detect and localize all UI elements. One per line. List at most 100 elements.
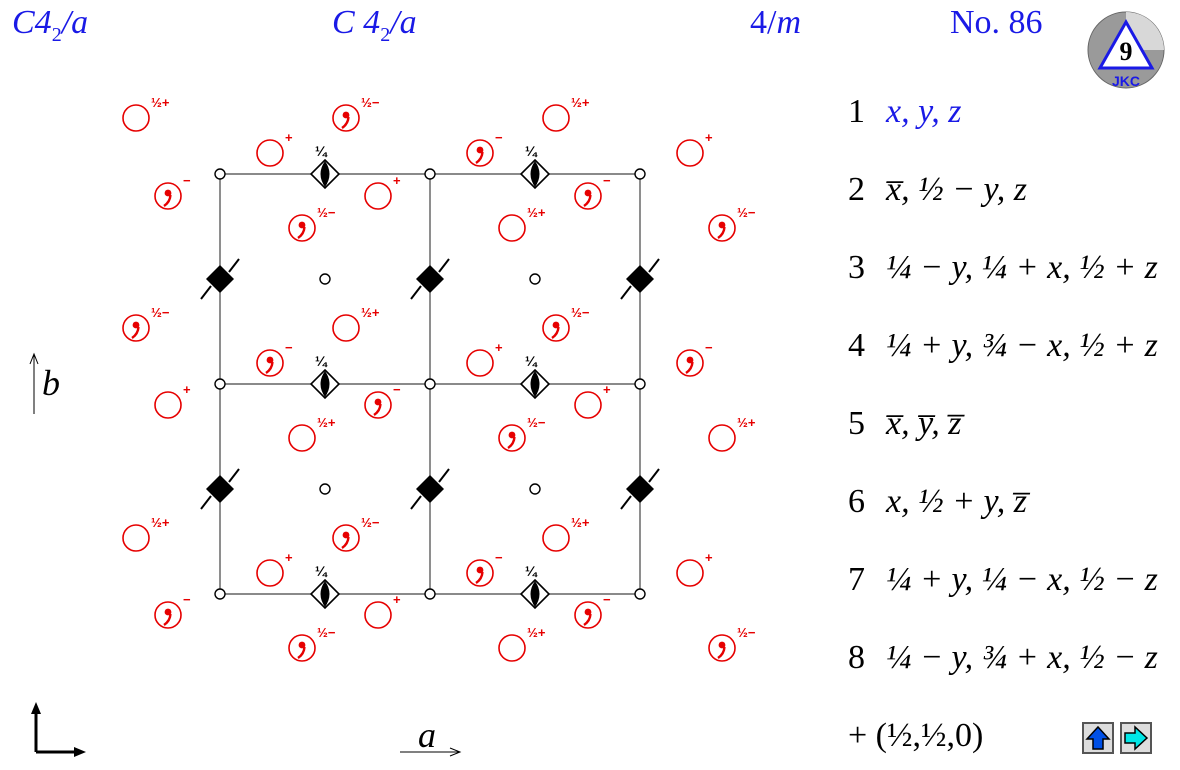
up-button[interactable]: [1082, 722, 1114, 754]
position-circle-icon: ½+: [332, 305, 380, 342]
height-label: −: [603, 592, 611, 607]
screw-diamond: [206, 265, 234, 293]
fourfold-screw-axis-icon: [620, 258, 660, 300]
a-axis-arrow-icon: [400, 747, 462, 757]
screw-tail: [620, 495, 632, 510]
comma-dot: [298, 221, 306, 229]
position-comma-icon: −: [466, 130, 503, 167]
position-comma-icon: ½−: [122, 305, 170, 342]
comma-dot: [552, 321, 560, 329]
inversion-center-icon: [634, 588, 646, 600]
screw-tail: [648, 468, 660, 483]
position-circle: [122, 104, 150, 132]
comma-tail: [583, 613, 592, 626]
inversion-center-icon: [634, 378, 646, 390]
position-circle-icon: ½+: [498, 205, 546, 242]
screw-tail: [200, 495, 212, 510]
position-comma-icon: −: [256, 340, 293, 377]
comma-dot: [342, 111, 350, 119]
fourfold-rotoinversion-icon: ¼: [309, 143, 341, 190]
position-circle: [542, 524, 570, 552]
position-circle-icon: +: [256, 550, 293, 587]
position-circle-icon: ½+: [542, 95, 590, 132]
position-comma-icon: −: [364, 382, 401, 419]
position-circle-icon: +: [676, 550, 713, 587]
position-comma-icon: −: [574, 592, 611, 629]
position-circle-icon: ½+: [498, 625, 546, 662]
height-label: ½+: [361, 305, 380, 320]
position-circle: [364, 182, 392, 210]
position-circle-icon: ½+: [288, 415, 336, 452]
position-circle: [122, 524, 150, 552]
inversion-center-icon: [424, 168, 436, 180]
comma-dot: [132, 321, 140, 329]
comma-tail: [341, 536, 350, 549]
height-label: ¼: [315, 353, 328, 369]
position-comma-icon: ½−: [498, 415, 546, 452]
position-comma-icon: ½−: [332, 95, 380, 132]
position-circle: [574, 391, 602, 419]
height-label: −: [495, 550, 503, 565]
screw-tail: [620, 285, 632, 300]
height-label: ½+: [151, 95, 170, 110]
height-label: −: [183, 173, 191, 188]
position-comma-icon: ½−: [708, 625, 756, 662]
position-circle: [256, 559, 284, 587]
inversion-center-icon: [529, 273, 541, 285]
inversion-center-icon: [424, 378, 436, 390]
comma-tail: [297, 646, 306, 659]
height-label: +: [393, 173, 401, 188]
up-arrow-icon: [1085, 725, 1111, 750]
height-label: +: [603, 382, 611, 397]
comma-dot: [508, 431, 516, 439]
screw-diamond: [206, 475, 234, 503]
comma-tail: [265, 361, 274, 374]
height-label: ½−: [151, 305, 170, 320]
short-hm-symbol: C42/a: [12, 4, 89, 46]
screw-diamond: [416, 475, 444, 503]
inversion-center-icon: [214, 168, 226, 180]
comma-dot: [342, 531, 350, 539]
screw-tail: [200, 285, 212, 300]
full-hm-symbol: C 42/a: [332, 4, 417, 46]
lens-fill: [530, 161, 540, 187]
comma-dot: [298, 641, 306, 649]
comma-dot: [164, 189, 172, 197]
height-label: ½+: [737, 415, 756, 430]
inversion-center-icon: [319, 273, 331, 285]
position-circle: [364, 601, 392, 629]
axis-label-a: a: [418, 715, 436, 755]
screw-tail: [438, 258, 450, 273]
position-circle-icon: +: [676, 130, 713, 167]
height-label: ½−: [361, 95, 380, 110]
position-circle: [498, 634, 526, 662]
height-label: ½−: [361, 515, 380, 530]
next-button[interactable]: [1120, 722, 1152, 754]
right-arrow-icon: [1124, 725, 1149, 751]
comma-dot: [718, 641, 726, 649]
jkc-logo-icon[interactable]: 9 JKC: [1086, 10, 1166, 90]
lens-fill: [530, 581, 540, 607]
position-circle-icon: ½+: [122, 515, 170, 552]
height-label: ½+: [527, 205, 546, 220]
fourfold-rotoinversion-icon: ¼: [519, 563, 551, 610]
svg-text:JKC: JKC: [1112, 73, 1140, 89]
comma-tail: [717, 646, 726, 659]
position-circle: [542, 104, 570, 132]
height-label: ¼: [525, 563, 538, 579]
position-comma-icon: ½−: [332, 515, 380, 552]
position-circle-icon: ½+: [542, 515, 590, 552]
symmetry-elements: ¼¼¼¼¼¼: [200, 143, 660, 610]
inversion-center-icon: [214, 588, 226, 600]
screw-tail: [228, 468, 240, 483]
position-circle-icon: +: [466, 340, 503, 377]
lens-fill: [320, 371, 330, 397]
height-label: −: [495, 130, 503, 145]
position-comma-icon: −: [574, 173, 611, 210]
height-label: ¼: [315, 563, 328, 579]
screw-tail: [410, 495, 422, 510]
height-label: ¼: [525, 353, 538, 369]
